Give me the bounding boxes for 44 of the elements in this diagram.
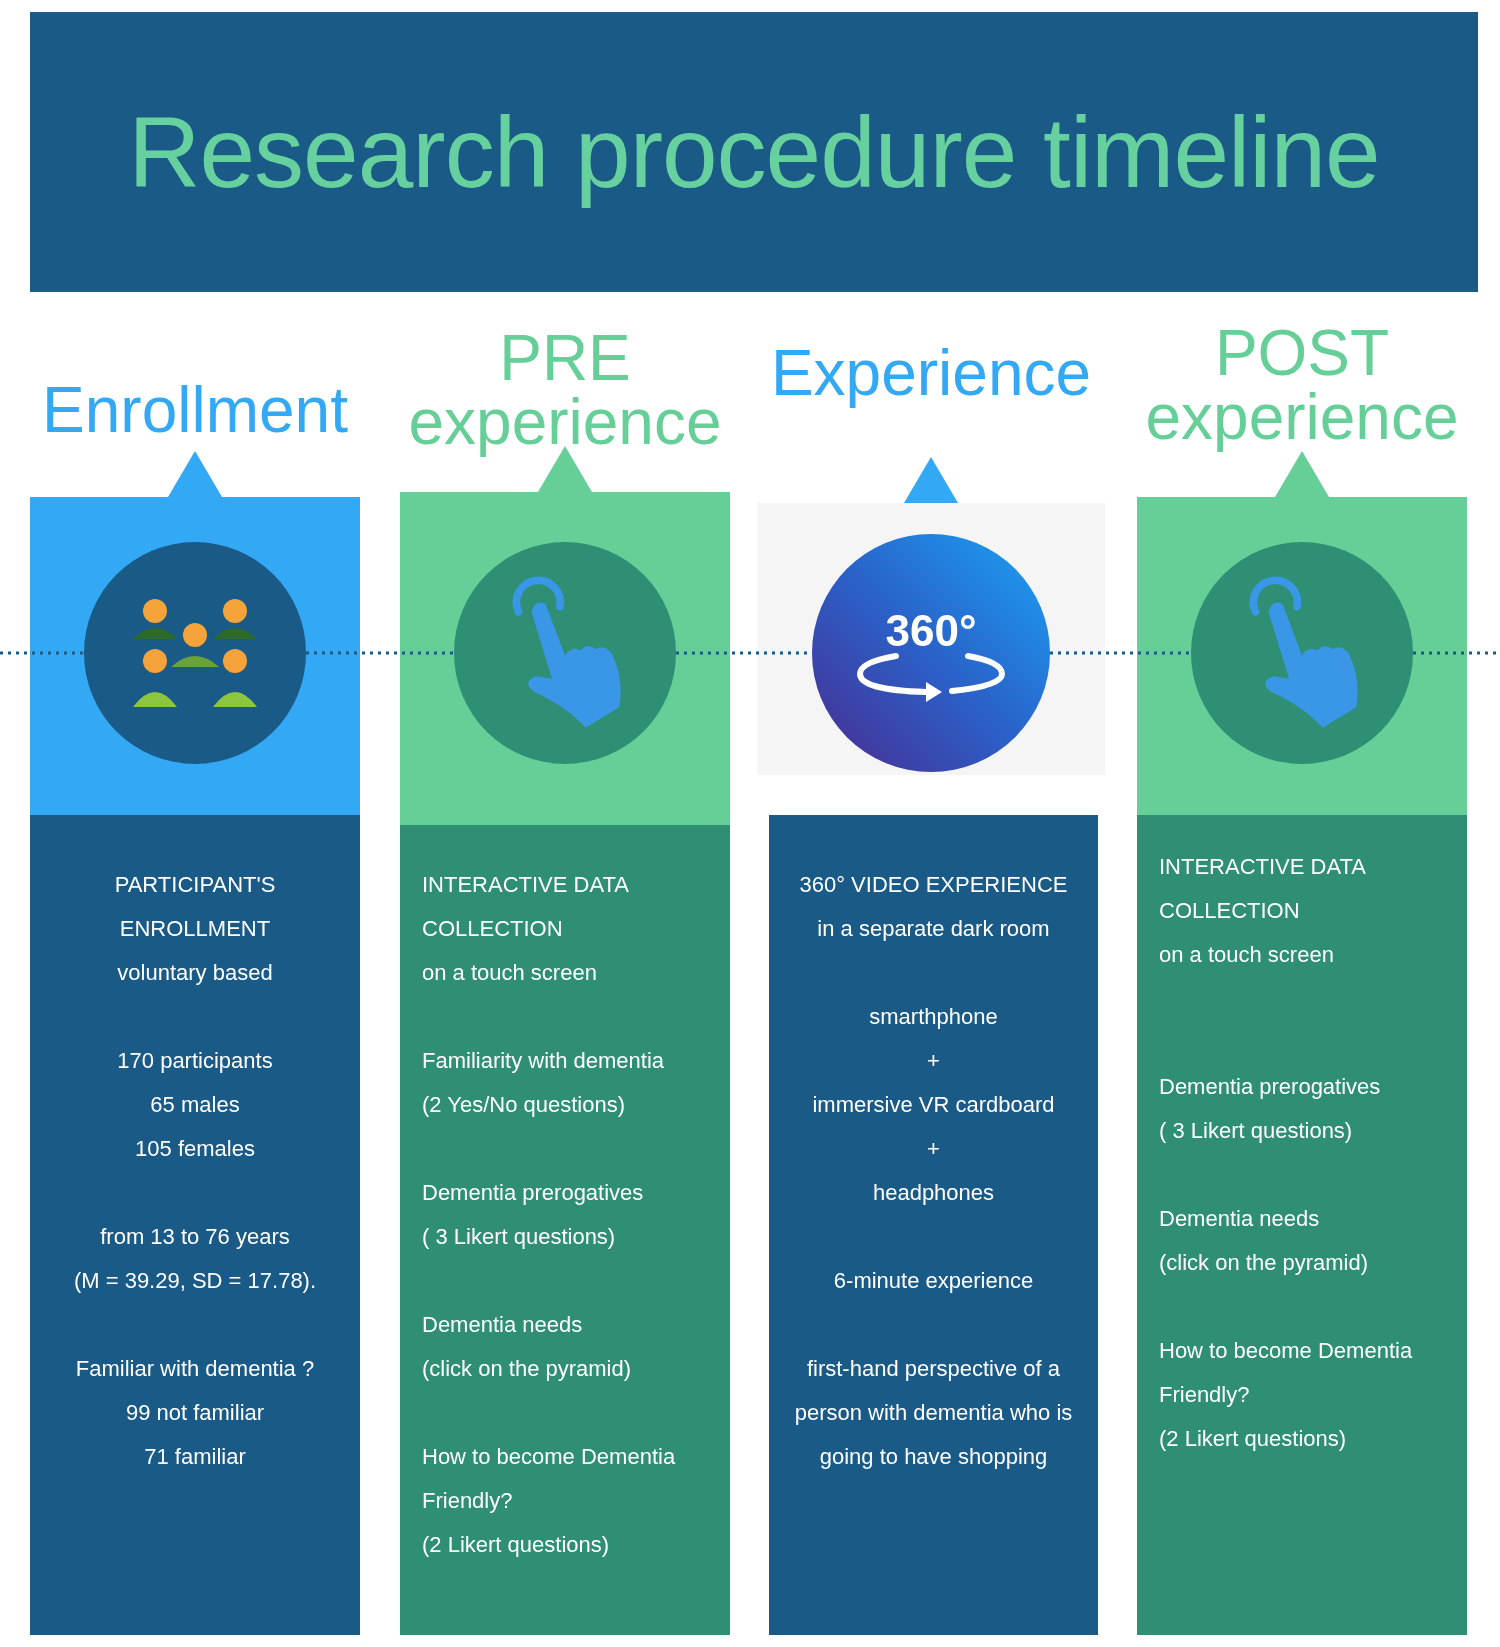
- detail-text: immersive VR cardboard: [811, 1091, 1056, 1119]
- dotted-timeline-line: [1050, 651, 1191, 655]
- detail-text: headphones: [871, 1179, 996, 1207]
- detail-text: Dementia prerogatives: [1159, 1073, 1382, 1101]
- detail-text: Dementia prerogatives: [422, 1179, 645, 1207]
- degree-label: 360°: [885, 606, 977, 656]
- details-panel: [400, 825, 730, 1635]
- detail-text: 360° VIDEO EXPERIENCE: [798, 871, 1069, 899]
- detail-text: 6-minute experience: [832, 1267, 1035, 1295]
- detail-text: (2 Likert questions): [1159, 1425, 1348, 1453]
- details-panel: [1137, 815, 1467, 1635]
- detail-text: first-hand perspective of a person with dementia who is going to have shopping: [793, 1355, 1074, 1471]
- details-panel: [30, 815, 360, 1635]
- detail-text: voluntary based: [116, 959, 274, 987]
- detail-text: 71 familiar: [143, 1443, 247, 1471]
- detail-text: (click on the pyramid): [422, 1355, 633, 1383]
- detail-text: ( 3 Likert questions): [1159, 1117, 1354, 1145]
- title-text: Research procedure timeline: [128, 94, 1380, 210]
- detail-text: +: [926, 1047, 941, 1075]
- detail-text: on a touch screen: [422, 959, 598, 987]
- detail-text: (click on the pyramid): [1159, 1249, 1370, 1277]
- detail-text: ( 3 Likert questions): [422, 1223, 617, 1251]
- detail-text: from 13 to 76 years: [99, 1223, 291, 1251]
- dotted-timeline-line: [306, 651, 454, 655]
- detail-text: How to become Dementia Friendly?: [422, 1443, 677, 1515]
- detail-text: Dementia needs: [422, 1311, 584, 1339]
- detail-text: Familiarity with dementia: [422, 1047, 666, 1075]
- detail-text: Dementia needs: [1159, 1205, 1321, 1233]
- detail-text: 65 males: [149, 1091, 241, 1119]
- detail-text: (2 Yes/No questions): [422, 1091, 627, 1119]
- detail-text: (2 Likert questions): [422, 1531, 611, 1559]
- dotted-timeline-line: [0, 651, 84, 655]
- detail-text: on a touch screen: [1159, 941, 1335, 969]
- detail-text: 105 females: [134, 1135, 256, 1163]
- detail-text: How to become Dementia Friendly?: [1159, 1337, 1414, 1409]
- phase-heading: Enrollment: [41, 378, 349, 442]
- detail-text: 170 participants: [116, 1047, 274, 1075]
- detail-text: (M = 39.29, SD = 17.78).: [72, 1267, 318, 1295]
- detail-text: 99 not familiar: [124, 1399, 266, 1427]
- detail-text: Familiar with dementia ?: [74, 1355, 316, 1383]
- details-panel: [769, 815, 1098, 1635]
- detail-text: +: [926, 1135, 941, 1163]
- detail-text: in a separate dark room: [816, 915, 1051, 943]
- detail-text: smarthphone: [868, 1003, 999, 1031]
